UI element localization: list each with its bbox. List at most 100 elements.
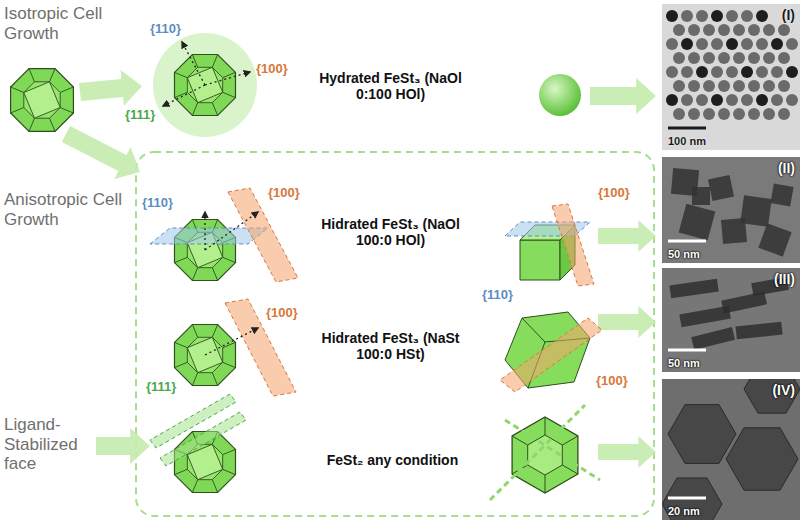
tem-particle [679, 306, 730, 327]
block-arrow [598, 436, 656, 468]
block-arrow [96, 428, 150, 464]
polyhedron-edge [175, 257, 188, 262]
tem-image [662, 157, 800, 263]
tem-particle [718, 24, 730, 36]
polyhedron-edge [50, 118, 55, 131]
particle-edge [512, 436, 528, 445]
tem-particle [669, 279, 718, 299]
crystal-plane [552, 204, 594, 286]
polyhedron-edge [212, 480, 217, 493]
tem-image [662, 268, 800, 372]
dashed-region [136, 152, 654, 516]
tem-particle [786, 38, 798, 50]
tem-particle [711, 94, 723, 106]
tem-image-panel: (IV) 20 nm [662, 379, 800, 520]
panel-number: (III) [774, 271, 795, 287]
tem-image [662, 4, 800, 150]
tem-particle [763, 24, 775, 36]
polyhedron-edge [192, 103, 197, 116]
tem-particle [748, 52, 760, 64]
tem-particle [771, 94, 783, 106]
growth-arrow [163, 85, 205, 106]
tem-particle [756, 94, 768, 106]
polyhedron-edge [212, 55, 217, 68]
polyhedron-edge [29, 118, 34, 131]
block-arrow [62, 126, 140, 179]
tem-particle [771, 66, 783, 78]
tem-particle [748, 80, 760, 92]
polyhedron-edge [192, 268, 197, 281]
particle-edge [545, 417, 546, 435]
tem-background [662, 4, 800, 150]
tem-particle [673, 52, 685, 64]
tem-particle [726, 428, 798, 490]
polyhedron-edge [212, 268, 217, 281]
particle-edge [562, 436, 578, 445]
tem-particle [733, 24, 745, 36]
tem-particle [696, 38, 708, 50]
tem-particle [786, 66, 798, 78]
tem-particle [691, 327, 735, 350]
polyhedron-edge [192, 480, 197, 493]
tem-particle [718, 52, 730, 64]
polyhedron-edge [175, 362, 188, 367]
polyhedron-edge [223, 257, 236, 262]
block-arrow [79, 70, 142, 106]
block-arrow [598, 220, 656, 252]
polyhedron-facet [24, 82, 60, 118]
tem-particle [763, 108, 775, 120]
tem-particle [673, 108, 685, 120]
tem-particle [726, 38, 738, 50]
tem-particle [778, 80, 790, 92]
polyhedron-edge [192, 325, 197, 338]
polyhedron-outline [11, 69, 74, 132]
tem-particle [726, 10, 738, 22]
polyhedron-edge [175, 342, 188, 347]
scale-label: 100 nm [668, 135, 706, 147]
plane-label: {111} [125, 108, 155, 123]
plane-label: {111} [146, 380, 176, 395]
scale-bar [668, 349, 706, 352]
tem-particle [733, 80, 745, 92]
panel-number: (IV) [772, 382, 795, 398]
polyhedron-edge [212, 373, 217, 386]
condition-label: Hydrated FeSt₃ (NaOl 0:100 HOl) [318, 70, 463, 102]
tem-image-panel: (I)100 nm [662, 4, 800, 150]
section-heading: Ligand-Stabilized face [4, 415, 94, 474]
plane-label: {100} [256, 62, 288, 77]
tem-particle [692, 187, 710, 205]
polyhedron-edge [175, 72, 188, 77]
growth-arrow [205, 212, 258, 250]
tem-particle [733, 52, 745, 64]
block-arrow [590, 78, 656, 114]
tem-particle [711, 38, 723, 50]
tem-particle [718, 80, 730, 92]
tem-particle [688, 80, 700, 92]
section-heading: Anisotropic Cell Growth [4, 190, 134, 229]
tem-particle [688, 52, 700, 64]
tem-particle [718, 108, 730, 120]
tem-particle [756, 38, 768, 50]
polyhedron-edge [212, 325, 217, 338]
tem-image-panel: (II)50 nm [662, 157, 800, 263]
block-arrow [598, 306, 656, 338]
particle-face [520, 240, 560, 280]
tem-background [662, 157, 800, 263]
tem-particle [748, 108, 760, 120]
scale-label: 20 nm [668, 505, 700, 517]
polyhedron-edge [223, 362, 236, 367]
tem-particle [696, 66, 708, 78]
tem-particle [758, 223, 791, 256]
particle-edge [545, 475, 546, 493]
polyhedron-edge [223, 72, 236, 77]
polyhedron-edge [212, 103, 217, 116]
plane-label: {100} [268, 186, 300, 201]
polyhedron-edge [60, 87, 73, 92]
particle-edge [562, 465, 578, 474]
tem-particle [741, 66, 753, 78]
tem-particle [662, 478, 722, 520]
scale-label: 50 nm [668, 248, 700, 260]
polyhedron-edge [60, 108, 73, 113]
crystal-plane [500, 318, 602, 392]
